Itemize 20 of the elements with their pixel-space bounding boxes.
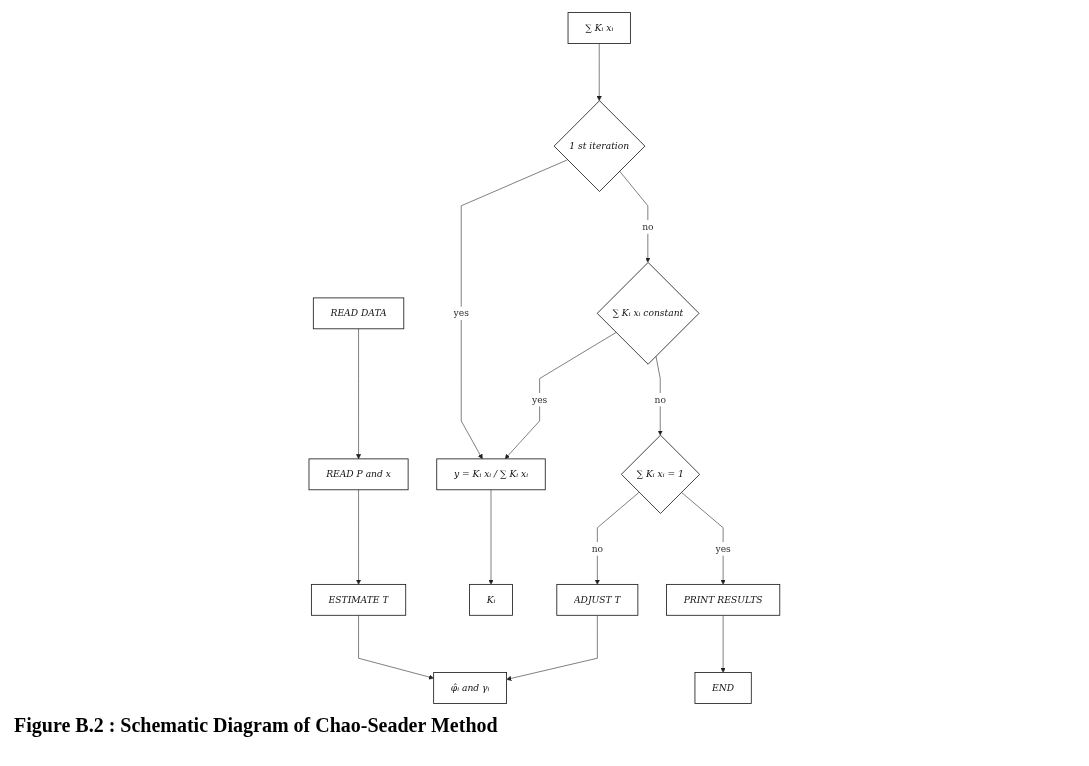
edge-label: yes	[715, 543, 731, 555]
edge-label: no	[654, 394, 667, 405]
node-box: ∑ Kᵢ xᵢ	[567, 12, 631, 44]
node-box: φ̂ᵢ and γᵢ	[433, 672, 508, 704]
edge-label: yes	[532, 394, 548, 405]
node-box: ADJUST T	[556, 584, 639, 616]
node-box: END	[694, 672, 752, 704]
node-diamond: ∑ Kᵢ xᵢ = 1	[621, 434, 701, 514]
figure-caption: Figure B.2 : Schematic Diagram of Chao-Seader Method	[14, 714, 499, 737]
node-box: Kᵢ	[469, 584, 514, 616]
node-box: ESTIMATE T	[311, 584, 407, 616]
node-diamond: 1 st iteration	[553, 100, 646, 192]
edge-label: yes	[453, 307, 469, 319]
node-box: READ P and x	[308, 458, 409, 491]
node-box: PRINT RESULTS	[666, 584, 781, 616]
node-box: y = Kᵢ xᵢ / ∑ Kᵢ xᵢ	[436, 458, 546, 491]
node-diamond: ∑ Kᵢ xᵢ constant	[596, 262, 700, 365]
node-box: READ DATA	[313, 297, 405, 330]
edge-label: no	[591, 543, 604, 555]
edge-label: no	[642, 221, 654, 233]
